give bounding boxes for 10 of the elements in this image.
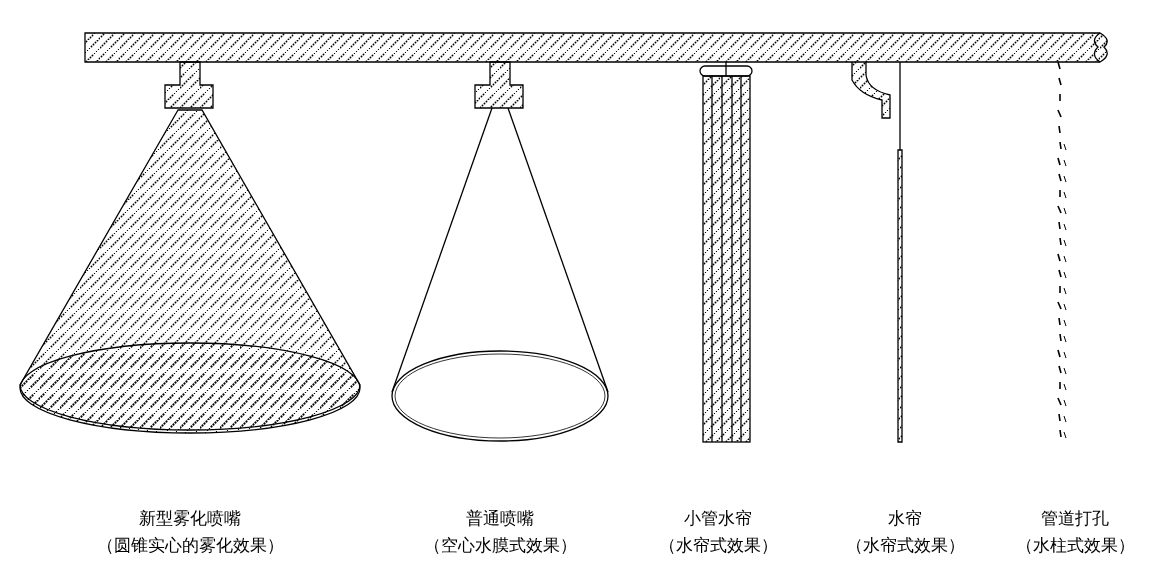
nozzle-label: 普通喷嘴 bbox=[466, 508, 534, 528]
effect-label: （水帘式效果） bbox=[845, 535, 965, 555]
effect-label: （水柱式效果） bbox=[1015, 535, 1135, 555]
effect-label: （空心水膜式效果） bbox=[423, 535, 577, 555]
nozzle-label: 新型雾化喷嘴 bbox=[139, 508, 241, 528]
effect-label: （水帘式效果） bbox=[658, 535, 778, 555]
nozzle-label: 管道打孔 bbox=[1041, 508, 1109, 528]
effect-label: （圆锥实心的雾化效果） bbox=[96, 535, 284, 555]
nozzle-label: 水帘 bbox=[888, 508, 922, 528]
nozzle-label: 小管水帘 bbox=[684, 508, 752, 528]
